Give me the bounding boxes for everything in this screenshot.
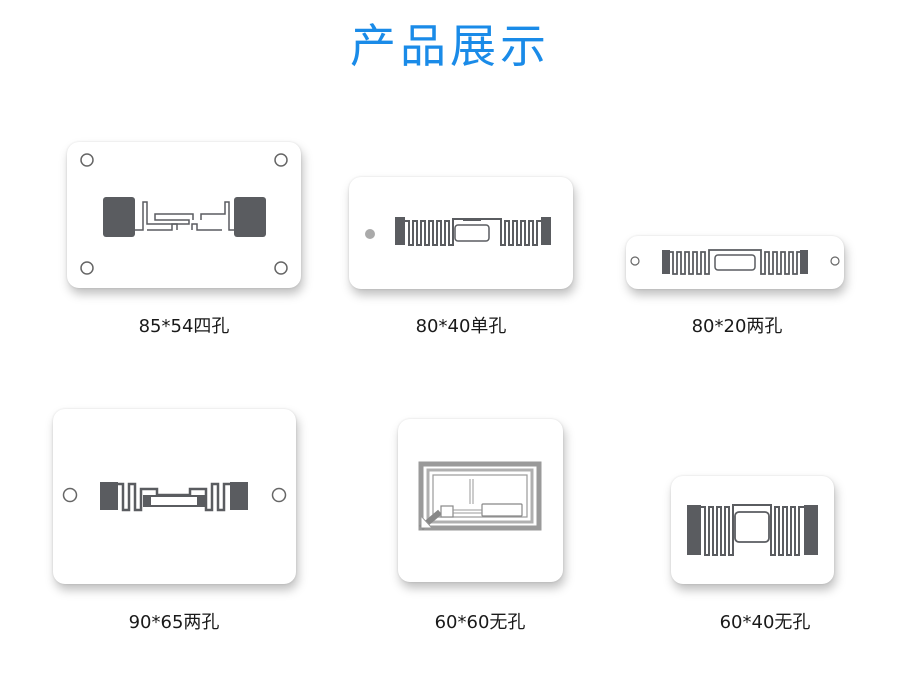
product-label: 60*60无孔: [434, 612, 526, 633]
rfid-antenna-icon: [687, 504, 818, 556]
product-label: 60*40无孔: [719, 612, 811, 633]
rfid-antenna-icon: [365, 217, 551, 246]
product-label: 80*40单孔: [415, 316, 507, 337]
page-title: 产品展示: [350, 19, 550, 73]
rfid-antenna-icon: [62, 482, 287, 512]
product-card-90x65[interactable]: [53, 409, 296, 584]
product-card-80x20[interactable]: [626, 236, 844, 289]
product-card-80x40[interactable]: [349, 177, 573, 289]
product-card-60x40[interactable]: [671, 476, 834, 584]
rfid-antenna-icon: [80, 153, 288, 275]
product-label: 80*20两孔: [691, 316, 783, 337]
rfid-antenna-icon: [630, 249, 840, 275]
product-card-85x54[interactable]: [67, 142, 301, 288]
product-label: 85*54四孔: [138, 316, 230, 337]
product-label: 90*65两孔: [128, 612, 220, 633]
rfid-antenna-icon: [418, 461, 542, 531]
product-card-60x60[interactable]: [398, 419, 563, 582]
